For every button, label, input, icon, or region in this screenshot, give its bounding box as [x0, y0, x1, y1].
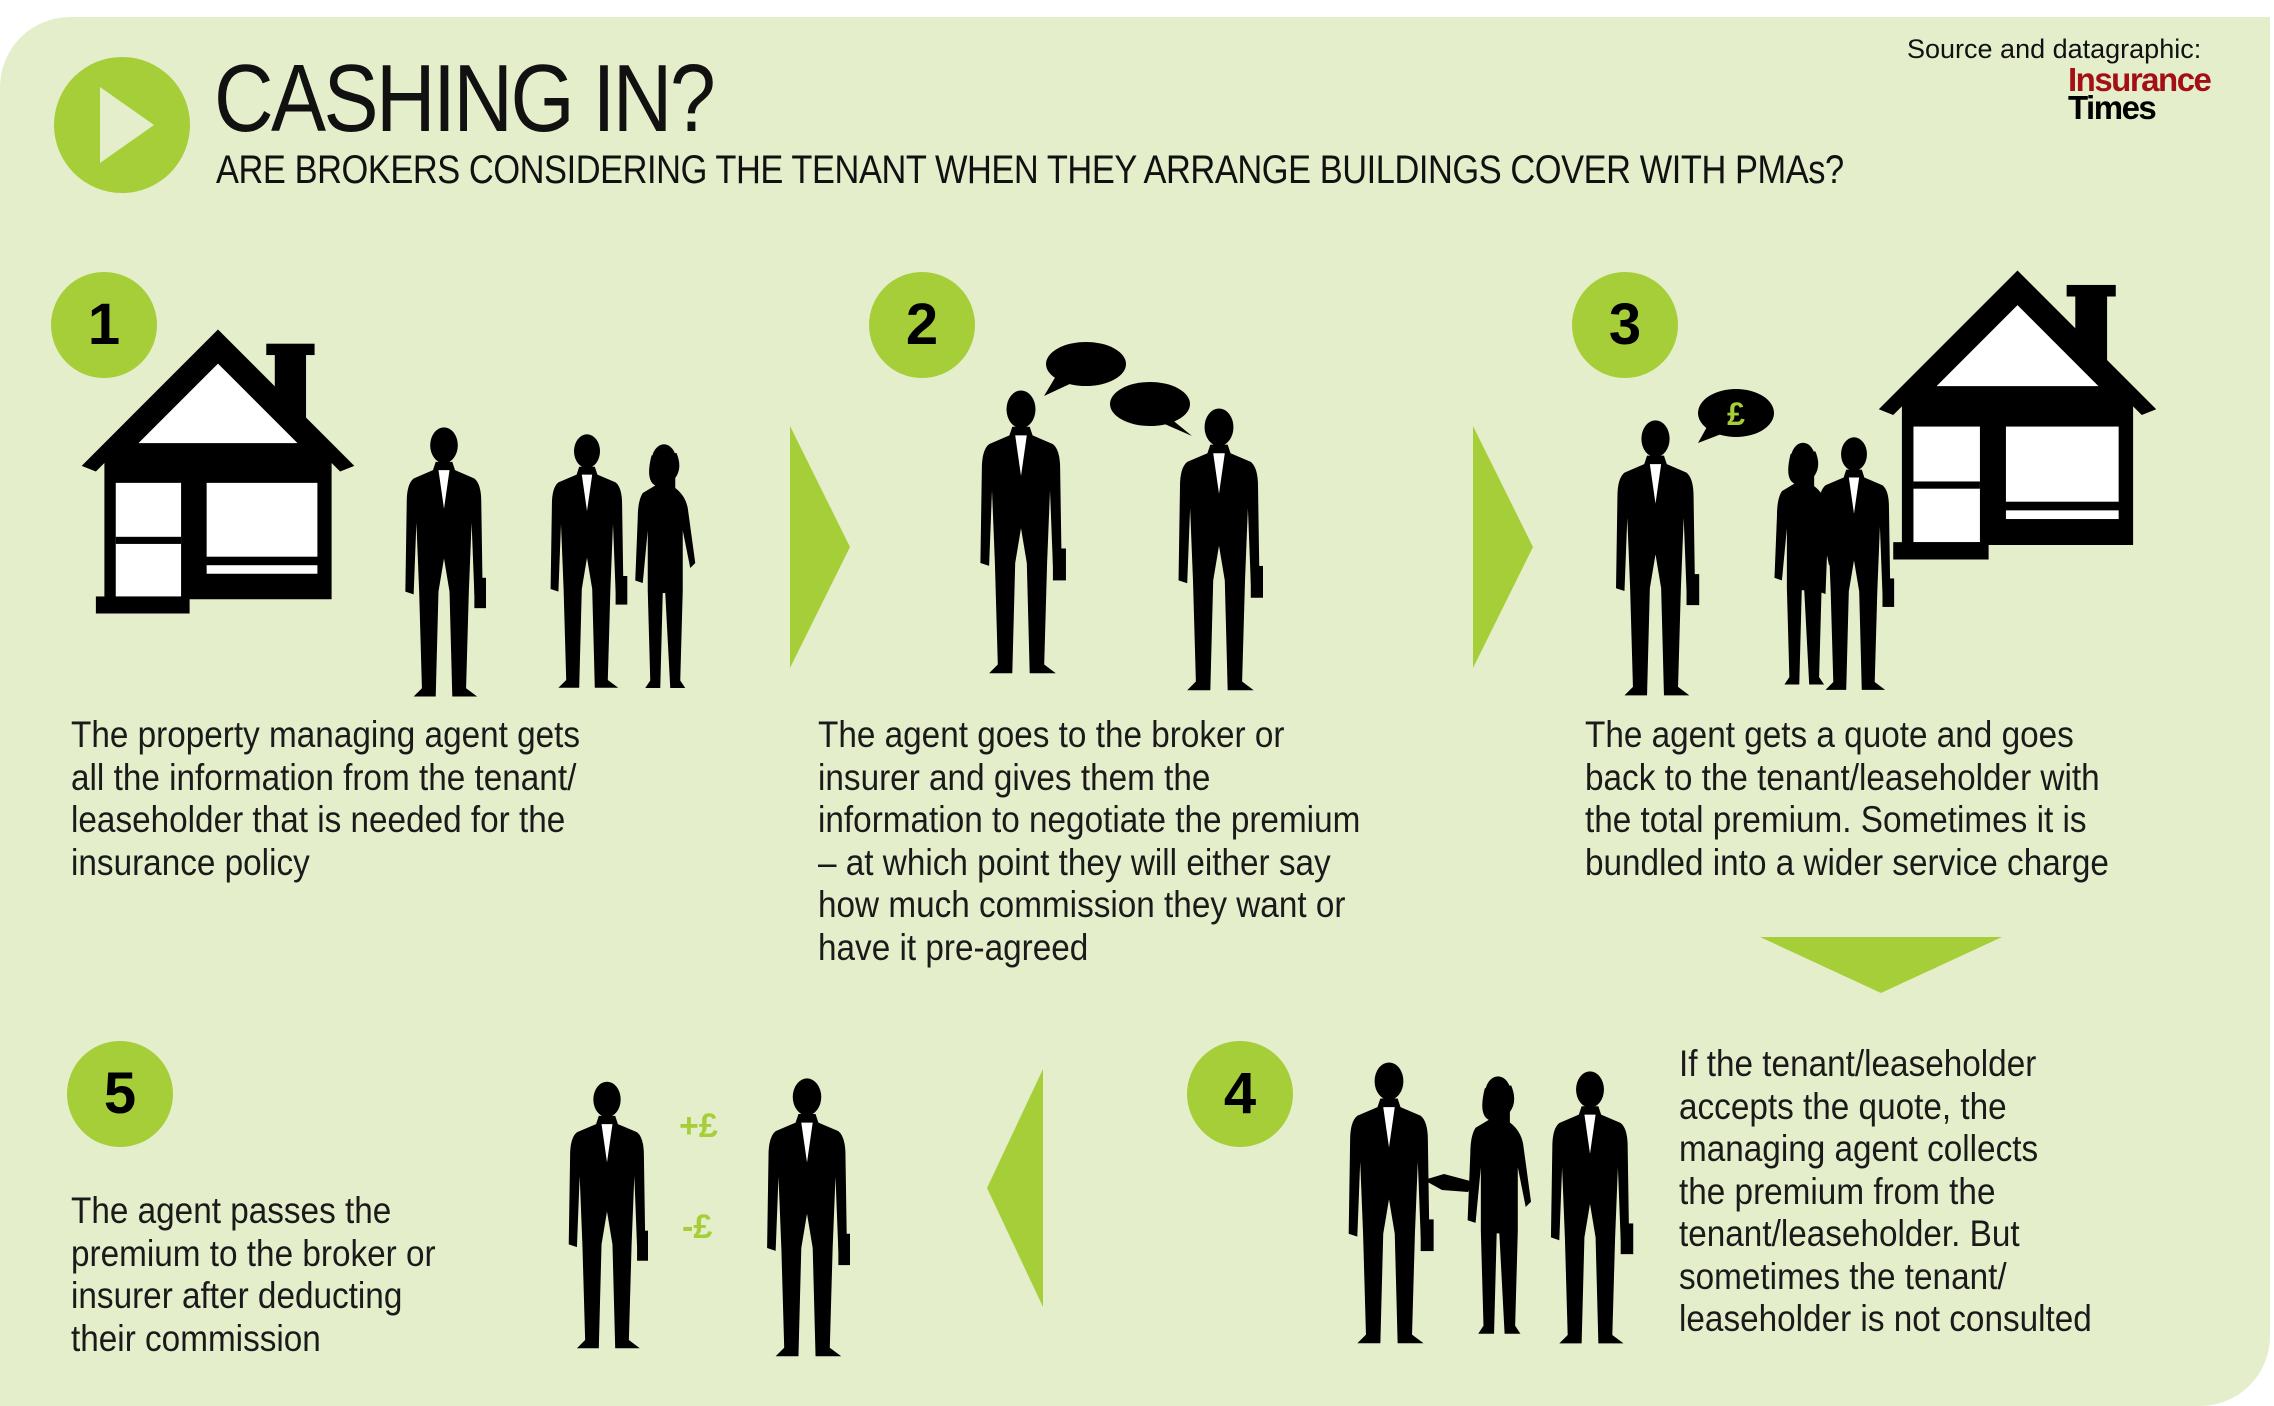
house-icon	[81, 329, 355, 614]
logo-line-1: Insurance	[2068, 61, 2212, 98]
text-line: The agent passes the	[71, 1190, 392, 1231]
text-line: insurer and gives them the	[818, 756, 1211, 798]
insurance-times-logo: Insurance Times	[2068, 61, 2212, 126]
tenant-woman-silhouette-icon	[1467, 1076, 1531, 1334]
agent-on-phone-silhouette-icon	[980, 390, 1066, 674]
minus-pound-label: -£	[682, 1208, 713, 1246]
infographic-panel	[0, 17, 2270, 1406]
broker-silhouette-icon	[767, 1078, 850, 1357]
text-line: information to negotiate the premium	[818, 799, 1361, 840]
agent-silhouette-icon	[1348, 1062, 1434, 1344]
text-line: tenant/leaseholder. But	[1679, 1213, 2020, 1254]
text-line: all the information from the tenant/	[71, 756, 577, 798]
page-subtitle: ARE BROKERS CONSIDERING THE TENANT WHEN …	[216, 148, 1844, 192]
step-2-description: The agent goes to the broker or insurer …	[818, 714, 1360, 969]
step-5-description: The agent passes the premium to the brok…	[71, 1190, 436, 1360]
text-line: managing agent collects	[1679, 1128, 2039, 1169]
page-title: CASHING IN?	[214, 45, 716, 152]
text-line: leaseholder that is needed for the	[71, 799, 566, 840]
agent-silhouette-icon	[568, 1081, 648, 1349]
step-3-description: The agent gets a quote and goes back to …	[1585, 714, 2109, 884]
text-line: premium to the broker or	[71, 1232, 436, 1274]
step-1-description: The property managing agent gets all the…	[71, 714, 580, 884]
agent-silhouette-icon	[1616, 420, 1700, 696]
broker-silhouette-icon	[1178, 408, 1263, 691]
text-line: bundled into a wider service charge	[1585, 841, 2109, 883]
step-3-badge: 3	[1572, 272, 1678, 378]
tenant-woman-silhouette-icon	[635, 444, 696, 688]
text-line: accepts the quote, the	[1679, 1085, 2007, 1127]
pound-symbol: £	[1727, 396, 1745, 432]
arrow-right-icon	[1473, 426, 1533, 668]
tenant-man-silhouette-icon	[1550, 1071, 1634, 1344]
logo-line-2: Times	[2068, 89, 2157, 126]
step-5-badge: 5	[67, 1041, 173, 1147]
text-line: the total premium. Sometimes it is	[1585, 799, 2087, 840]
text-line: leaseholder is not consulted	[1679, 1298, 2092, 1339]
text-line: If the tenant/leaseholder	[1679, 1043, 2037, 1084]
text-line: the premium from the	[1679, 1170, 1996, 1212]
agent-silhouette-icon	[405, 427, 486, 697]
text-line: how much commission they want or	[818, 884, 1346, 925]
step-4-description: If the tenant/leaseholder accepts the qu…	[1679, 1043, 2092, 1341]
play-icon	[54, 57, 190, 193]
text-line: have it pre-agreed	[818, 926, 1089, 968]
speech-bubble-icon	[1110, 382, 1192, 436]
plus-pound-label: +£	[679, 1107, 718, 1145]
step-4-badge: 4	[1187, 1041, 1293, 1147]
arrow-right-icon	[790, 426, 850, 668]
step-1-badge: 1	[51, 272, 157, 378]
pound-speech-bubble-icon: £	[1698, 389, 1774, 443]
text-line: their commission	[71, 1317, 321, 1359]
text-line: The agent goes to the broker or	[818, 714, 1285, 755]
step-2-badge: 2	[869, 272, 975, 378]
arrow-down-icon	[1760, 937, 2002, 993]
speech-bubble-icon	[1044, 342, 1126, 396]
text-line: insurance policy	[71, 841, 310, 883]
handshake-icon	[1424, 1174, 1474, 1192]
text-line: back to the tenant/leaseholder with	[1585, 756, 2100, 798]
text-line: The property managing agent gets	[71, 714, 581, 755]
source-label: Source and datagraphic:	[1907, 34, 2202, 64]
house-icon	[1878, 270, 2157, 560]
text-line: sometimes the tenant/	[1679, 1255, 2007, 1297]
text-line: – at which point they will either say	[818, 841, 1331, 883]
arrow-left-icon	[987, 1069, 1043, 1307]
tenant-man-silhouette-icon	[550, 434, 628, 688]
text-line: The agent gets a quote and goes	[1585, 714, 2074, 755]
text-line: insurer after deducting	[71, 1275, 403, 1316]
